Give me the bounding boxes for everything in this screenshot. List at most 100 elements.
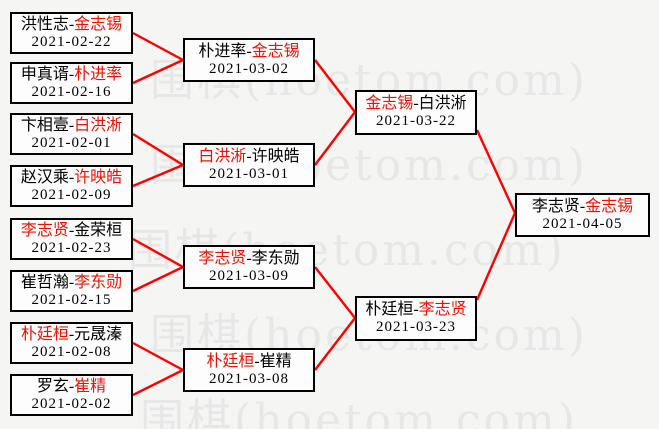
match-date: 2021-02-02 xyxy=(31,395,112,412)
players-separator: - xyxy=(246,147,252,165)
connector-line xyxy=(132,265,184,293)
player-name: 崔精 xyxy=(259,352,292,370)
match-box-r1-4: 赵汉乘-许映皓 2021-02-09 xyxy=(10,165,133,207)
player-name: 赵汉乘 xyxy=(20,168,69,186)
connector-line xyxy=(475,212,517,301)
players-separator: - xyxy=(413,301,419,319)
connector-line xyxy=(132,163,184,188)
connector-line xyxy=(132,368,184,397)
match-box-r1-6: 崔哲瀚-李东勋 2021-02-15 xyxy=(10,270,133,312)
match-date: 2021-02-22 xyxy=(31,33,112,50)
player-name: 申真谞 xyxy=(20,65,69,83)
player-name: 朴进率 xyxy=(74,65,123,83)
match-box-r1-3: 卞相壹-白洪淅 2021-02-01 xyxy=(10,113,133,155)
players-separator: - xyxy=(413,95,419,113)
player-name: 崔哲瀚 xyxy=(20,273,69,291)
match-players: 卞相壹-白洪淅 xyxy=(21,117,122,135)
connector-line xyxy=(132,31,184,62)
players-separator: - xyxy=(68,116,75,134)
player-name: 朴廷桓 xyxy=(20,325,69,343)
player-name: 李志贤 xyxy=(198,249,247,267)
players-separator: - xyxy=(68,221,75,239)
match-players: 金志锡-白洪淅 xyxy=(365,95,466,113)
match-players: 朴进率-金志锡 xyxy=(198,43,299,61)
player-name: 李志贤 xyxy=(20,221,69,239)
players-separator: - xyxy=(68,377,75,395)
player-name: 许映皓 xyxy=(74,168,123,186)
players-separator: - xyxy=(246,42,252,60)
player-name: 金志锡 xyxy=(74,15,123,33)
match-box-r1-8: 罗玄-崔精 2021-02-02 xyxy=(10,374,133,416)
match-box-r1-7: 朴廷桓-元晟溱 2021-02-08 xyxy=(10,322,133,364)
match-players: 李志贤-李东勋 xyxy=(198,250,299,268)
match-players: 朴廷桓-崔精 xyxy=(206,353,291,371)
connector-line xyxy=(475,129,517,214)
match-box-sf-2: 朴廷桓-李志贤 2021-03-23 xyxy=(355,296,477,341)
match-players: 申真谞-朴进率 xyxy=(21,66,122,84)
match-players: 罗玄-崔精 xyxy=(37,378,106,396)
connector-line xyxy=(314,111,356,166)
match-players: 洪性志-金志锡 xyxy=(21,16,122,34)
player-name: 洪性志 xyxy=(20,15,69,33)
connector-line xyxy=(314,317,356,371)
match-date: 2021-03-02 xyxy=(209,60,289,77)
match-box-r2-4: 朴廷桓-崔精 2021-03-08 xyxy=(183,348,315,392)
players-separator: - xyxy=(246,249,252,267)
players-separator: - xyxy=(68,168,75,186)
players-separator: - xyxy=(68,273,75,291)
match-players: 白洪淅-许映皓 xyxy=(198,148,299,166)
player-name: 李东勋 xyxy=(74,273,123,291)
player-name: 崔精 xyxy=(74,377,107,395)
connector-line xyxy=(132,58,184,85)
player-name: 罗玄 xyxy=(36,377,69,395)
connector-line xyxy=(132,132,184,167)
match-players: 朴廷桓-李志贤 xyxy=(365,301,466,319)
players-separator: - xyxy=(68,325,75,343)
connector-line xyxy=(314,266,356,319)
match-date: 2021-03-22 xyxy=(376,113,456,130)
match-box-r1-5: 李志贤-金荣桓 2021-02-23 xyxy=(10,218,133,260)
player-name: 朴进率 xyxy=(198,42,247,60)
connector-line xyxy=(132,237,184,269)
match-date: 2021-03-23 xyxy=(376,319,456,336)
match-box-sf-1: 金志锡-白洪淅 2021-03-22 xyxy=(355,90,477,135)
match-players: 朴廷桓-元晟溱 xyxy=(21,326,122,344)
match-players: 李志贤-金荣桓 xyxy=(21,222,122,240)
player-name: 李志贤 xyxy=(531,197,580,215)
player-name: 白洪淅 xyxy=(198,147,247,165)
match-date: 2021-02-23 xyxy=(31,239,112,256)
player-name: 金志锡 xyxy=(585,197,634,215)
match-date: 2021-03-09 xyxy=(209,267,289,284)
match-date: 2021-03-01 xyxy=(209,165,289,182)
player-name: 卞相壹 xyxy=(20,116,69,134)
match-date: 2021-02-01 xyxy=(31,134,112,151)
match-box-r1-1: 洪性志-金志锡 2021-02-22 xyxy=(10,12,133,54)
match-box-final: 李志贤-金志锡 2021-04-05 xyxy=(515,193,650,237)
players-separator: - xyxy=(579,197,586,215)
match-date: 2021-02-09 xyxy=(31,186,112,203)
connector-line xyxy=(314,59,356,113)
player-name: 元晟溱 xyxy=(74,325,123,343)
match-date: 2021-04-05 xyxy=(542,215,623,232)
watermark-text: 围棋(hoetom.com) xyxy=(140,395,578,429)
match-players: 赵汉乘-许映皓 xyxy=(21,169,122,187)
player-name: 许映皓 xyxy=(251,147,300,165)
match-box-r2-2: 白洪淅-许映皓 2021-03-01 xyxy=(183,143,315,187)
player-name: 金志锡 xyxy=(251,42,300,60)
match-date: 2021-02-16 xyxy=(31,83,112,100)
player-name: 李东勋 xyxy=(251,249,300,267)
player-name: 朴廷桓 xyxy=(206,352,255,370)
player-name: 朴廷桓 xyxy=(365,301,414,319)
players-separator: - xyxy=(68,65,75,83)
match-box-r2-3: 李志贤-李东勋 2021-03-09 xyxy=(183,245,315,289)
match-date: 2021-02-15 xyxy=(31,291,112,308)
match-date: 2021-03-08 xyxy=(209,370,289,387)
match-date: 2021-02-08 xyxy=(31,343,112,360)
player-name: 白洪淅 xyxy=(74,116,123,134)
player-name: 金荣桓 xyxy=(74,221,123,239)
players-separator: - xyxy=(254,352,260,370)
match-box-r1-2: 申真谞-朴进率 2021-02-16 xyxy=(10,62,133,104)
player-name: 白洪淅 xyxy=(418,95,467,113)
players-separator: - xyxy=(68,15,75,33)
